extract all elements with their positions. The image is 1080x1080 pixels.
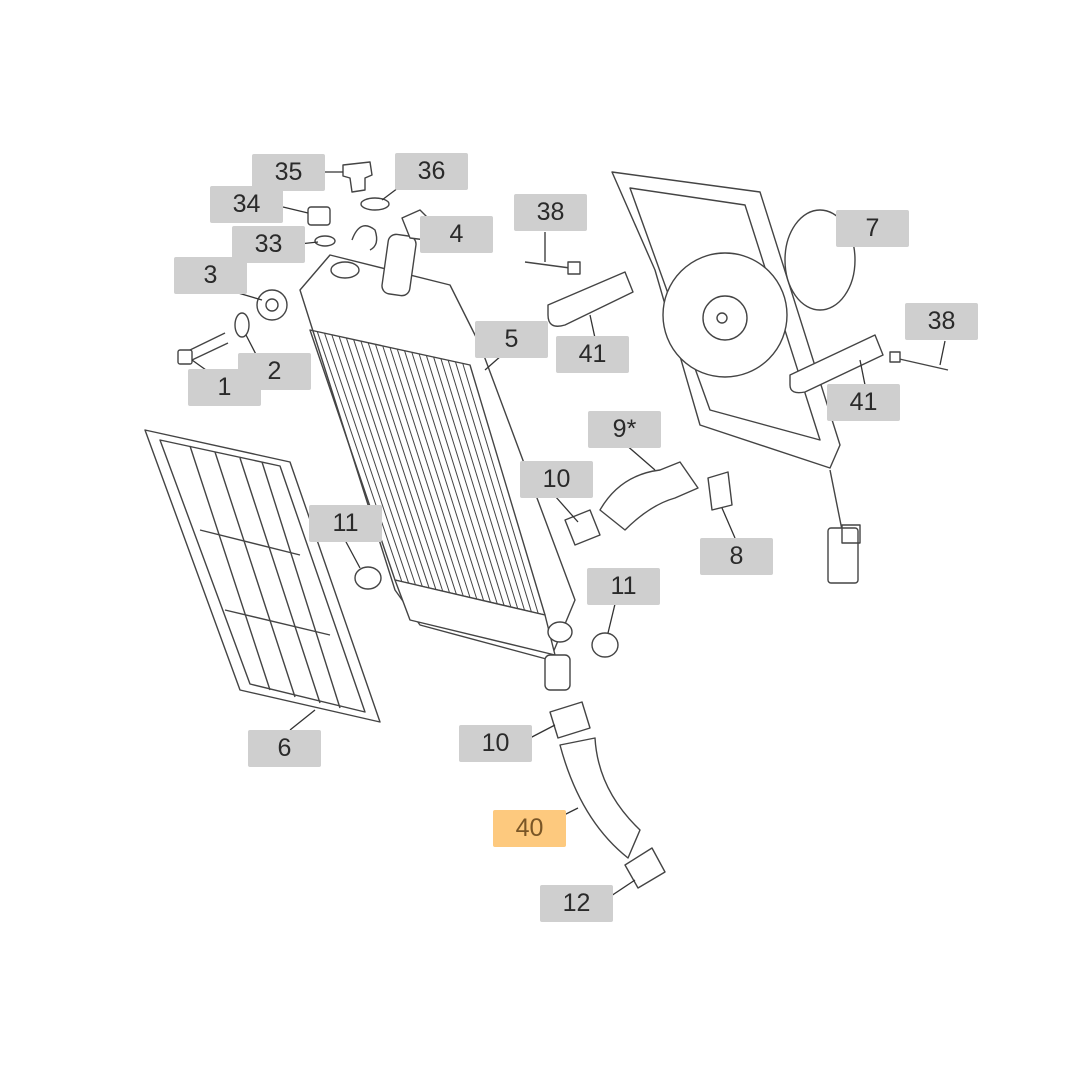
nut-34 [307, 206, 331, 226]
cap-35 [342, 161, 373, 193]
radiator-fin [389, 347, 471, 598]
callout-7[interactable]: 7 [836, 210, 909, 247]
hose-9 [599, 461, 699, 531]
radiator-fin [425, 355, 505, 606]
radiator-fin [382, 345, 464, 597]
bolt-38-right [889, 351, 949, 371]
callout-33[interactable]: 33 [232, 226, 305, 263]
radiator-fin [338, 336, 423, 587]
radiator-fin [374, 344, 457, 595]
grommet-11-right [591, 632, 619, 658]
callout-38-top[interactable]: 38 [514, 194, 587, 231]
radiator-grille [144, 429, 381, 723]
grommet-11-left [354, 566, 382, 590]
radiator-fin [324, 333, 410, 584]
radiator-fin [331, 334, 416, 585]
callout-34[interactable]: 34 [210, 186, 283, 223]
callout-4[interactable]: 4 [420, 216, 493, 253]
callout-35[interactable]: 35 [252, 154, 325, 191]
callout-36[interactable]: 36 [395, 153, 468, 190]
bracket-41-right [789, 334, 884, 394]
radiator-fin [440, 358, 519, 609]
callout-1[interactable]: 1 [188, 369, 261, 406]
clamp-8 [707, 471, 733, 511]
radiator-fin [316, 331, 403, 582]
radiator-fin [418, 353, 498, 605]
bolt-38-top [524, 261, 581, 275]
bolt-1 [177, 332, 229, 365]
radiator [299, 233, 576, 691]
radiator-fin [454, 361, 532, 612]
radiator-fin [433, 356, 512, 608]
radiator-fin [396, 348, 478, 600]
hose-40 [559, 737, 641, 859]
hose-clip [351, 225, 378, 251]
radiator-fin [404, 350, 485, 601]
radiator-fin [360, 340, 444, 592]
callout-3[interactable]: 3 [174, 257, 247, 294]
radiator-fin [447, 360, 526, 611]
callout-41-top[interactable]: 41 [556, 336, 629, 373]
callout-10-top[interactable]: 10 [520, 461, 593, 498]
callout-12[interactable]: 12 [540, 885, 613, 922]
radiator-fin [411, 352, 491, 603]
o-ring-36 [360, 197, 390, 211]
washer-2 [234, 312, 250, 338]
nut-3 [256, 289, 288, 321]
callout-11-left[interactable]: 11 [309, 505, 382, 542]
callout-9[interactable]: 9* [588, 411, 661, 448]
callout-6[interactable]: 6 [248, 730, 321, 767]
callout-10-bottom[interactable]: 10 [459, 725, 532, 762]
callout-40-highlighted[interactable]: 40 [493, 810, 566, 847]
radiator-fin [353, 339, 437, 590]
radiator-fin [462, 363, 539, 614]
callout-8[interactable]: 8 [700, 538, 773, 575]
bracket-41-top [547, 271, 634, 327]
washer-33 [314, 235, 336, 247]
callout-41-right[interactable]: 41 [827, 384, 900, 421]
clamp-10-top [564, 509, 601, 546]
radiator-fin [345, 337, 430, 589]
radiator-fin [367, 342, 451, 593]
clamp-10-bottom [549, 701, 591, 739]
callout-11-right[interactable]: 11 [587, 568, 660, 605]
callout-38-right[interactable]: 38 [905, 303, 978, 340]
callout-5[interactable]: 5 [475, 321, 548, 358]
